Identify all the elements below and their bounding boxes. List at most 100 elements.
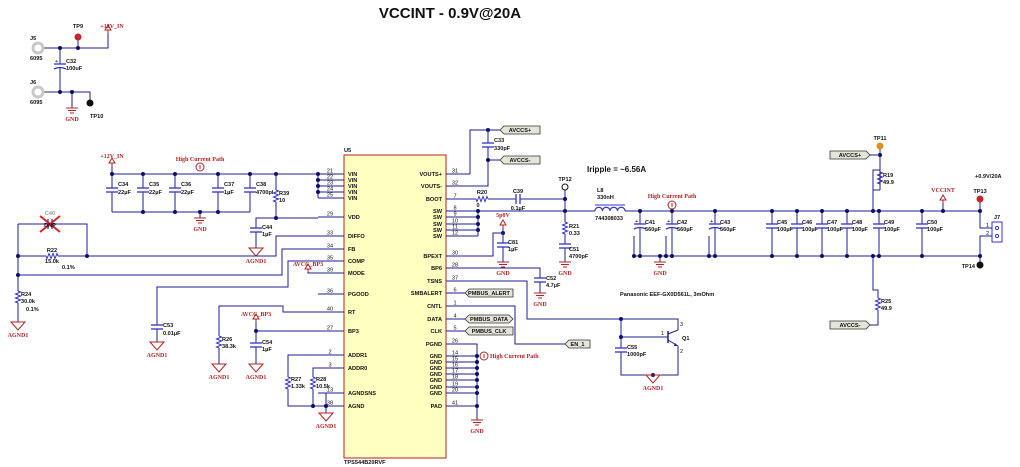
- wire: [470, 267, 541, 293]
- cap-gap: [106, 188, 118, 192]
- net-port-avccs_p[interactable]: AVCCS+: [499, 125, 541, 135]
- net-port-avccs_n[interactable]: AVCCS-: [499, 155, 541, 165]
- net-port-en[interactable]: EN_1: [564, 339, 591, 349]
- junction-dot: [58, 90, 62, 94]
- label: 100µF: [884, 227, 901, 233]
- port-label: PMBUS_DATA: [470, 317, 508, 323]
- c32-plate: [53, 66, 67, 70]
- net-port-pmbus_clk[interactable]: PMBUS_CLK: [464, 326, 514, 336]
- pin-number: 37: [452, 276, 458, 282]
- junction-dot: [877, 254, 881, 258]
- pin-name: RT: [348, 310, 356, 316]
- junction-dot: [638, 254, 642, 258]
- pin-number: 21: [327, 169, 333, 175]
- pin-number: 24: [327, 187, 333, 193]
- label: 330pF: [494, 146, 511, 152]
- wire: [18, 223, 88, 256]
- junction-dot: [316, 184, 320, 188]
- pin-number: 18: [452, 375, 458, 381]
- pin-number: 26: [452, 339, 458, 345]
- cap-gap: [709, 224, 721, 228]
- high-current-label: High Current Path: [490, 354, 539, 360]
- junction-dot: [141, 172, 145, 176]
- label: 1µF: [262, 232, 272, 238]
- pin-name: BOOT: [426, 197, 443, 203]
- wire: [318, 392, 327, 413]
- net-port-avccs_n[interactable]: AVCCS-: [829, 320, 871, 330]
- iripple-note: Iripple = ~6.56A: [587, 165, 646, 174]
- avcc-bp3-label: AVCC_BP3: [293, 262, 323, 268]
- label: 1: [661, 331, 664, 337]
- label: C36: [181, 182, 191, 188]
- high-current-label: High Current Path: [176, 157, 225, 163]
- label: TP10: [90, 114, 103, 120]
- cap-gap: [841, 224, 853, 228]
- power-arrow-icon: [499, 219, 507, 228]
- junction-dot: [770, 209, 774, 213]
- junction-dot: [658, 254, 662, 258]
- label: C35: [149, 182, 159, 188]
- analog-ground-icon: [247, 247, 265, 257]
- junction-dot: [713, 254, 717, 258]
- analog-ground-icon: [247, 363, 265, 373]
- label: 1: [986, 223, 989, 229]
- r27: [284, 376, 292, 390]
- junction-dot: [920, 209, 924, 213]
- tp11-label: TP11: [873, 136, 886, 142]
- label: 22µF: [149, 190, 162, 196]
- junction-dot: [316, 190, 320, 194]
- label: 0.1%: [62, 265, 75, 271]
- label: 1µF: [508, 247, 518, 253]
- pin-number: 6: [453, 288, 456, 294]
- net-port-avccs_p[interactable]: AVCCS+: [829, 150, 871, 160]
- label: R39: [279, 191, 289, 197]
- c41-plate: [633, 226, 647, 230]
- pin-name: GND: [430, 354, 442, 360]
- pin-name: FB: [348, 247, 355, 253]
- junction-dot: [845, 209, 849, 213]
- pin-number: 3: [328, 363, 331, 369]
- junction-dot: [978, 254, 982, 258]
- pin-name: DIFFO: [348, 234, 365, 240]
- c40-ref: C40: [45, 211, 55, 217]
- net-port-pmbus_alert[interactable]: PMBUS_ALERT: [464, 288, 514, 298]
- pin-number: 12: [452, 231, 458, 237]
- v12-in-net-label: +12V_IN: [100, 154, 124, 160]
- label: 49.9: [883, 180, 894, 186]
- test-point-tp11: [876, 142, 884, 150]
- connector-j7-pin: [994, 225, 1000, 231]
- c39-value: 0.1µF: [511, 206, 526, 212]
- label: 100µF: [927, 227, 944, 233]
- pin-number: 36: [327, 289, 333, 295]
- agnd-net-label: AGND1: [147, 353, 168, 359]
- label: R27: [291, 377, 301, 383]
- label: C34: [118, 182, 129, 188]
- cap-gap: [137, 188, 149, 192]
- pin-name: VIN: [348, 178, 357, 184]
- cap-gap: [151, 325, 163, 329]
- pin-number: 11: [452, 225, 458, 231]
- junction-dot: [475, 378, 479, 382]
- label: C54: [262, 340, 273, 346]
- tp14-label: TP14: [962, 264, 976, 270]
- r24: [14, 290, 22, 304]
- port-label: EN_1: [571, 342, 585, 348]
- test-point-tp13: [976, 195, 984, 203]
- cap-gap: [916, 224, 928, 228]
- junction-dot: [638, 209, 642, 213]
- junction-dot: [713, 209, 717, 213]
- test-point-tp12: [561, 183, 569, 191]
- junction-dot: [475, 354, 479, 358]
- junction-dot: [216, 172, 220, 176]
- label: 100µF: [777, 227, 794, 233]
- wire: [18, 248, 318, 276]
- cap-gap: [666, 224, 678, 228]
- junction-dot: [311, 404, 315, 408]
- label: C44: [262, 225, 273, 231]
- junction-dot: [173, 210, 177, 214]
- tp12-label: TP12: [558, 177, 571, 183]
- r22-value: 15.0k: [45, 259, 60, 265]
- net-port-pmbus_data[interactable]: PMBUS_DATA: [464, 314, 514, 324]
- cap-gap: [54, 64, 66, 68]
